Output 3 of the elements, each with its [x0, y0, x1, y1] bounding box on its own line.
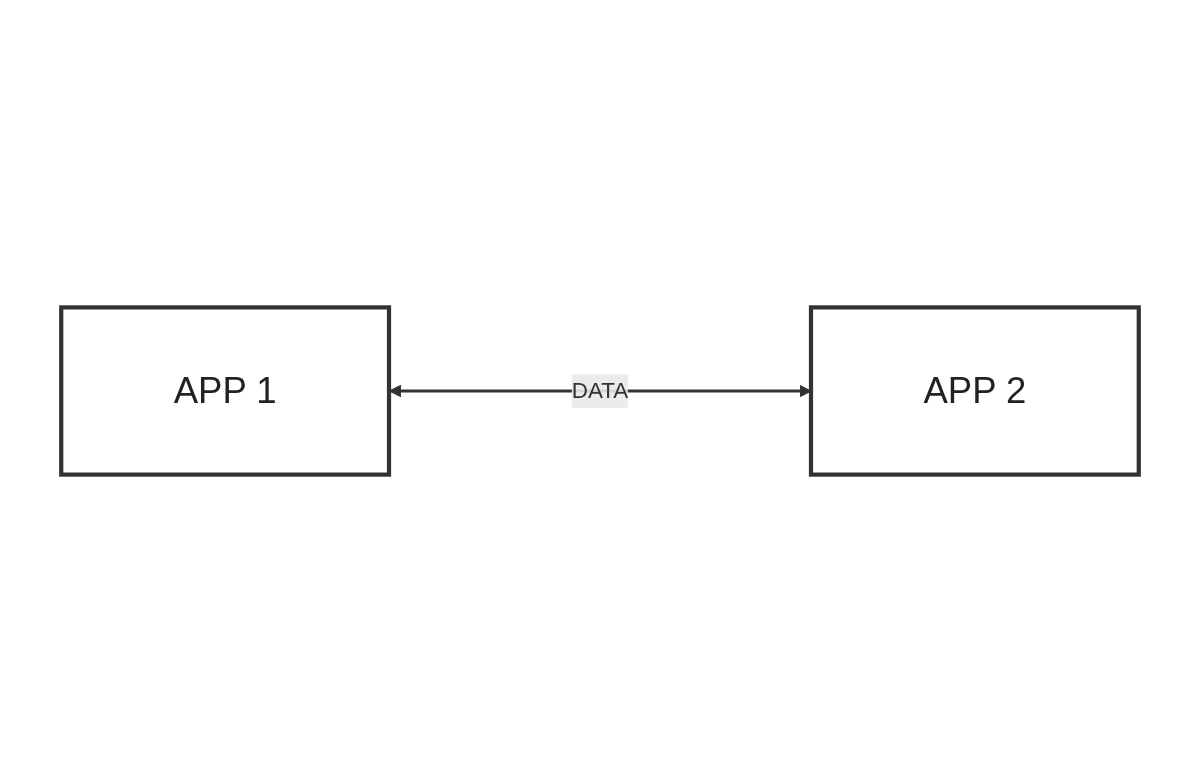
- node-box: APP 1: [59, 305, 392, 477]
- node-box: APP 2: [808, 305, 1141, 477]
- edge-label: DATA: [571, 378, 629, 403]
